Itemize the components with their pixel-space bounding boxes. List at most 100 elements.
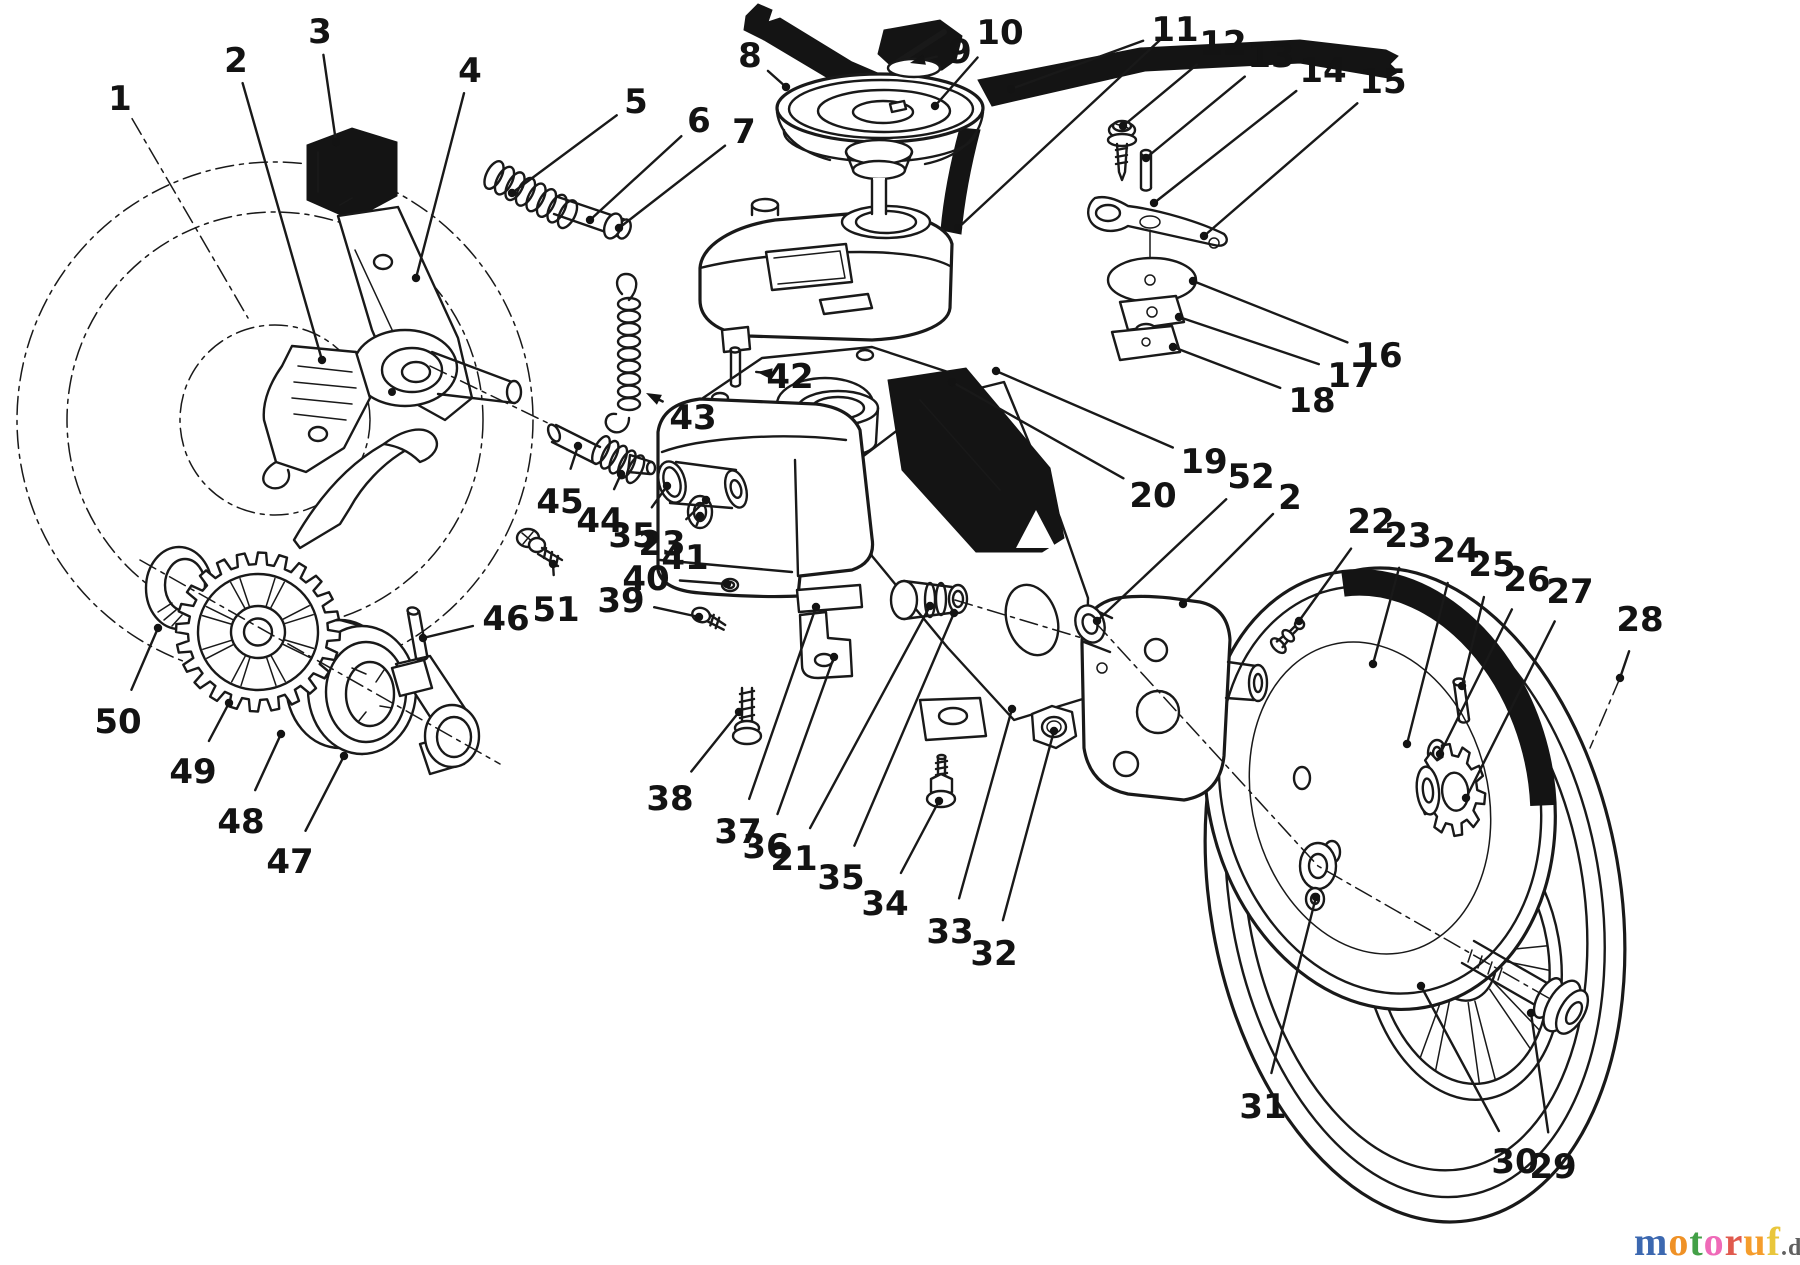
svg-text:18: 18 — [1288, 381, 1335, 421]
svg-text:28: 28 — [1616, 600, 1663, 640]
support-plate — [843, 367, 1090, 742]
watermark-text: motoruf — [1634, 1219, 1781, 1264]
svg-text:1: 1 — [108, 79, 132, 119]
svg-text:37: 37 — [714, 812, 761, 852]
svg-text:6: 6 — [687, 101, 711, 141]
svg-text:46: 46 — [482, 599, 529, 639]
callout-1: 1 — [108, 79, 249, 319]
svg-text:11: 11 — [1151, 10, 1198, 50]
callout-28: 28 — [1589, 600, 1664, 749]
svg-text:10: 10 — [976, 13, 1023, 53]
callout-8: 8 — [738, 36, 791, 92]
pivot-block — [720, 325, 752, 354]
svg-text:8: 8 — [738, 36, 762, 76]
callout-35: 35 — [817, 608, 959, 898]
callout-3: 3 — [308, 12, 341, 147]
callout-16: 16 — [1188, 276, 1403, 376]
left-wheel-phantom — [16, 161, 534, 679]
callout-2: 2 — [1178, 478, 1302, 609]
svg-text:45: 45 — [536, 482, 583, 522]
callout-50: 50 — [94, 623, 163, 742]
callout-31: 31 — [1239, 892, 1321, 1127]
svg-text:26: 26 — [1503, 560, 1550, 600]
callout-48: 48 — [217, 729, 286, 842]
svg-text:36: 36 — [742, 827, 789, 867]
idler-spring-assembly — [483, 160, 632, 240]
pad-18 — [1110, 322, 1182, 362]
mounting-bracket — [798, 610, 854, 680]
svg-text:52: 52 — [1227, 457, 1274, 497]
callout-20: 20 — [947, 377, 1177, 516]
drive-gear-49 — [174, 551, 342, 713]
svg-text:9: 9 — [948, 32, 972, 72]
svg-text:51: 51 — [532, 590, 579, 630]
callout-23: 23 — [638, 495, 711, 564]
callout-33: 33 — [926, 704, 1017, 952]
callout-46: 46 — [418, 599, 530, 643]
pan-screw-51 — [515, 527, 564, 568]
svg-text:5: 5 — [624, 82, 648, 122]
output-bushing — [889, 579, 969, 621]
svg-text:23: 23 — [1384, 516, 1431, 556]
svg-text:17: 17 — [1327, 356, 1374, 396]
watermark-logo: motoruf.de — [1634, 1218, 1800, 1265]
bracket-foot — [918, 696, 988, 742]
callout-5: 5 — [507, 82, 648, 198]
callout-35: 35 — [608, 481, 672, 556]
svg-text:21: 21 — [770, 839, 817, 879]
callout-22: 22 — [1294, 502, 1395, 626]
pinion-gear — [1415, 742, 1487, 838]
drive-pulley — [775, 72, 985, 181]
watermark-letter: t — [1689, 1219, 1704, 1264]
callout-6: 6 — [585, 101, 711, 225]
bolt-34 — [925, 753, 957, 809]
svg-text:38: 38 — [646, 779, 693, 819]
callout-10: 10 — [930, 13, 1024, 111]
hanger-spring — [604, 272, 642, 434]
callout-45: 45 — [536, 441, 584, 522]
callout-19: 19 — [991, 366, 1228, 482]
callout-21: 21 — [770, 601, 935, 879]
callout-37: 37 — [714, 602, 821, 852]
callout-7: 7 — [614, 112, 756, 233]
svg-text:33: 33 — [926, 912, 973, 952]
svg-text:31: 31 — [1239, 1087, 1286, 1127]
svg-text:16: 16 — [1355, 336, 1402, 376]
gear-train-left — [144, 527, 564, 776]
svg-text:49: 49 — [169, 752, 216, 792]
watermark-letter: u — [1743, 1219, 1767, 1264]
svg-text:15: 15 — [1359, 62, 1406, 102]
svg-text:40: 40 — [622, 559, 669, 599]
watermark-letter: r — [1724, 1219, 1744, 1264]
callout-18: 18 — [1168, 342, 1336, 421]
svg-text:30: 30 — [1491, 1142, 1538, 1182]
svg-text:3: 3 — [308, 12, 332, 52]
svg-text:47: 47 — [266, 842, 313, 882]
callout-9: 9 — [910, 32, 972, 72]
callout-40: 40 — [622, 559, 732, 599]
friction-disc-16 — [1106, 256, 1198, 304]
belt-guide — [877, 19, 963, 79]
svg-text:12: 12 — [1199, 24, 1246, 64]
callout-27: 27 — [1461, 572, 1594, 803]
svg-text:4: 4 — [458, 51, 482, 91]
svg-text:42: 42 — [766, 357, 813, 397]
watermark-letter: m — [1634, 1219, 1669, 1264]
svg-text:25: 25 — [1468, 545, 1515, 585]
idler-lever-14 — [1087, 195, 1228, 249]
watermark-letter: f — [1766, 1219, 1781, 1264]
callout-42: 42 — [755, 357, 814, 397]
svg-text:22: 22 — [1347, 502, 1394, 542]
watermark-letter: o — [1668, 1219, 1690, 1264]
adjuster-pawl — [262, 344, 372, 474]
plate-bushing-52 — [1074, 604, 1114, 654]
lower-gear-box — [656, 397, 1078, 809]
pinion-group — [1415, 677, 1487, 838]
callout-23: 23 — [1368, 516, 1432, 669]
callout-29: 29 — [1526, 1008, 1577, 1187]
watermark-domain-suffix: .de — [1781, 1235, 1800, 1261]
callout-41: 41 — [661, 511, 709, 578]
svg-text:29: 29 — [1529, 1147, 1576, 1187]
callout-30: 30 — [1416, 981, 1539, 1182]
